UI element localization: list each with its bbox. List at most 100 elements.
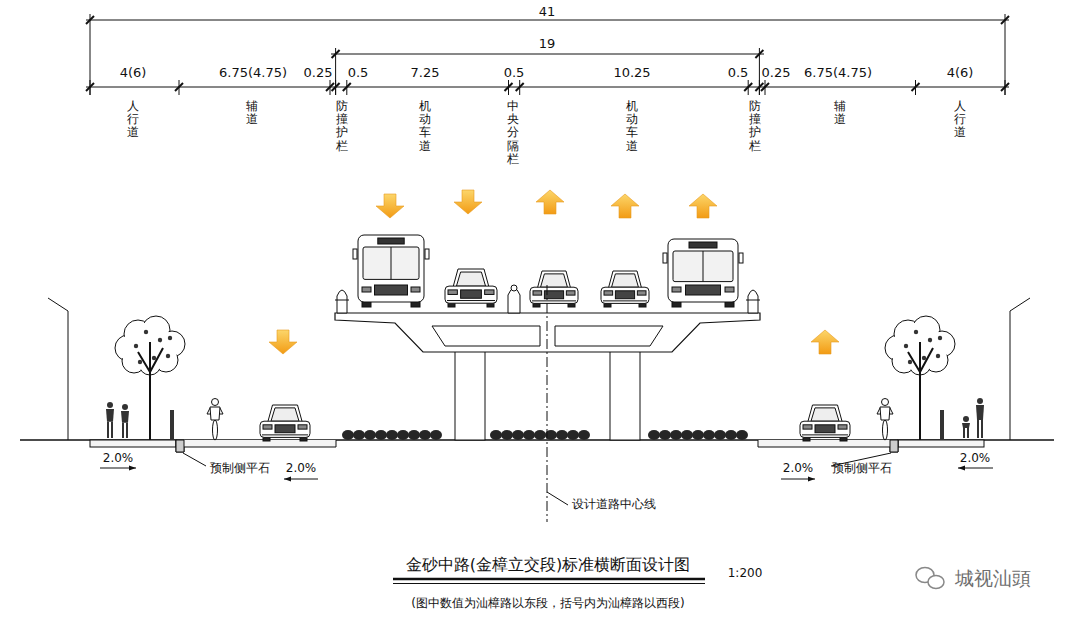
person-head bbox=[977, 398, 983, 404]
lane-name: 防撞护栏 bbox=[336, 100, 348, 153]
bus-light bbox=[362, 287, 371, 292]
bus-mirror bbox=[739, 253, 743, 263]
dimension-value: 10.25 bbox=[613, 66, 650, 80]
curb-stone bbox=[176, 440, 184, 452]
slope-value: 2.0% bbox=[960, 452, 991, 465]
dimension-value: 4(6) bbox=[947, 66, 974, 80]
slope-arrowhead bbox=[284, 477, 291, 482]
leader-line bbox=[547, 492, 568, 505]
dimension-value: 7.25 bbox=[411, 66, 440, 80]
shrub bbox=[408, 430, 420, 440]
tree-leaf bbox=[928, 338, 932, 342]
person-head bbox=[122, 404, 128, 410]
dimension-line bbox=[86, 20, 1009, 21]
shrub bbox=[681, 430, 693, 440]
dimension-value: 0.25 bbox=[304, 66, 333, 80]
lane-name: 机动车道 bbox=[626, 100, 638, 153]
tree-leaf bbox=[158, 338, 162, 342]
lane-name: 人行道 bbox=[954, 100, 966, 140]
drawing-group bbox=[20, 14, 1054, 589]
bus-frame bbox=[391, 247, 392, 279]
dimension-tick bbox=[912, 83, 920, 91]
cyclist bbox=[207, 399, 223, 441]
leader-line bbox=[183, 453, 206, 466]
car bbox=[530, 271, 578, 307]
shrub bbox=[386, 430, 398, 440]
bus-windshield bbox=[363, 247, 419, 279]
cyclist-body bbox=[210, 407, 220, 420]
car-bumper bbox=[447, 300, 495, 301]
direction-arrow bbox=[689, 194, 717, 218]
crash-barrier bbox=[748, 290, 758, 313]
lane-name: 辅道 bbox=[246, 100, 258, 126]
car-light bbox=[637, 291, 646, 295]
car-cabin bbox=[453, 269, 489, 288]
design-centerline bbox=[547, 285, 548, 522]
person-body bbox=[106, 409, 114, 422]
curb-note: 预制侧平石 bbox=[210, 462, 270, 475]
car-bumper bbox=[532, 300, 576, 301]
shrub bbox=[512, 430, 524, 440]
shrub bbox=[490, 430, 502, 440]
cyclist bbox=[877, 399, 893, 441]
shrub bbox=[703, 430, 715, 440]
bus-windshield bbox=[673, 251, 733, 282]
slope-arrowhead bbox=[958, 466, 965, 471]
car bbox=[601, 271, 649, 307]
shrub bbox=[578, 430, 590, 440]
dimension-tick bbox=[744, 83, 752, 91]
tree-leaf bbox=[936, 354, 940, 358]
curb-note: 预制侧平石 bbox=[832, 462, 892, 475]
car-windshield bbox=[271, 408, 299, 421]
street-tree bbox=[115, 316, 185, 440]
lane-name: 防撞护栏 bbox=[749, 100, 761, 153]
person-body bbox=[121, 411, 129, 423]
car-body bbox=[445, 286, 497, 303]
dimension-tick bbox=[86, 83, 94, 91]
median-barrier-top bbox=[511, 285, 517, 291]
slope-value: 2.0% bbox=[103, 452, 134, 465]
bus-mirror bbox=[425, 249, 429, 259]
shrub bbox=[364, 430, 376, 440]
shrub bbox=[397, 430, 409, 440]
person-legs bbox=[978, 420, 982, 438]
car-windshield bbox=[541, 274, 568, 287]
tree-leaf bbox=[152, 356, 156, 360]
bus bbox=[663, 239, 743, 307]
car-windshield bbox=[456, 272, 485, 286]
person-legs bbox=[108, 422, 112, 438]
shrub bbox=[534, 430, 546, 440]
shrub bbox=[736, 430, 748, 440]
car-light bbox=[263, 425, 272, 429]
car-light bbox=[566, 291, 575, 295]
slope-value: 2.0% bbox=[783, 462, 814, 475]
dimension-line bbox=[86, 87, 1009, 88]
title-rule bbox=[393, 578, 705, 581]
tree-leaf bbox=[138, 360, 142, 364]
dimension-tick bbox=[505, 83, 513, 91]
lane-name: 辅道 bbox=[834, 100, 846, 126]
car-light bbox=[533, 291, 542, 295]
dimension-tick bbox=[175, 83, 183, 91]
bus-light bbox=[725, 287, 734, 292]
tree-leaf bbox=[914, 330, 918, 334]
person-body bbox=[962, 423, 970, 428]
dimension-value: 0.25 bbox=[762, 66, 791, 80]
slope-arrowhead bbox=[808, 477, 815, 482]
car-light bbox=[485, 290, 494, 295]
pedestrian bbox=[106, 402, 114, 438]
tree-trunk bbox=[908, 342, 933, 440]
car-grille bbox=[615, 291, 634, 299]
watermark: 城视汕頭 bbox=[955, 568, 1031, 589]
direction-arrow bbox=[811, 330, 839, 354]
direction-arrow bbox=[269, 330, 297, 354]
shrub bbox=[501, 430, 513, 440]
car-windshield bbox=[612, 274, 639, 287]
pedestrian bbox=[121, 404, 129, 438]
sidewalk-slab bbox=[898, 440, 984, 447]
car-light bbox=[298, 425, 307, 429]
bus-grille bbox=[375, 285, 408, 295]
shrub bbox=[556, 430, 568, 440]
car-light bbox=[838, 425, 847, 429]
